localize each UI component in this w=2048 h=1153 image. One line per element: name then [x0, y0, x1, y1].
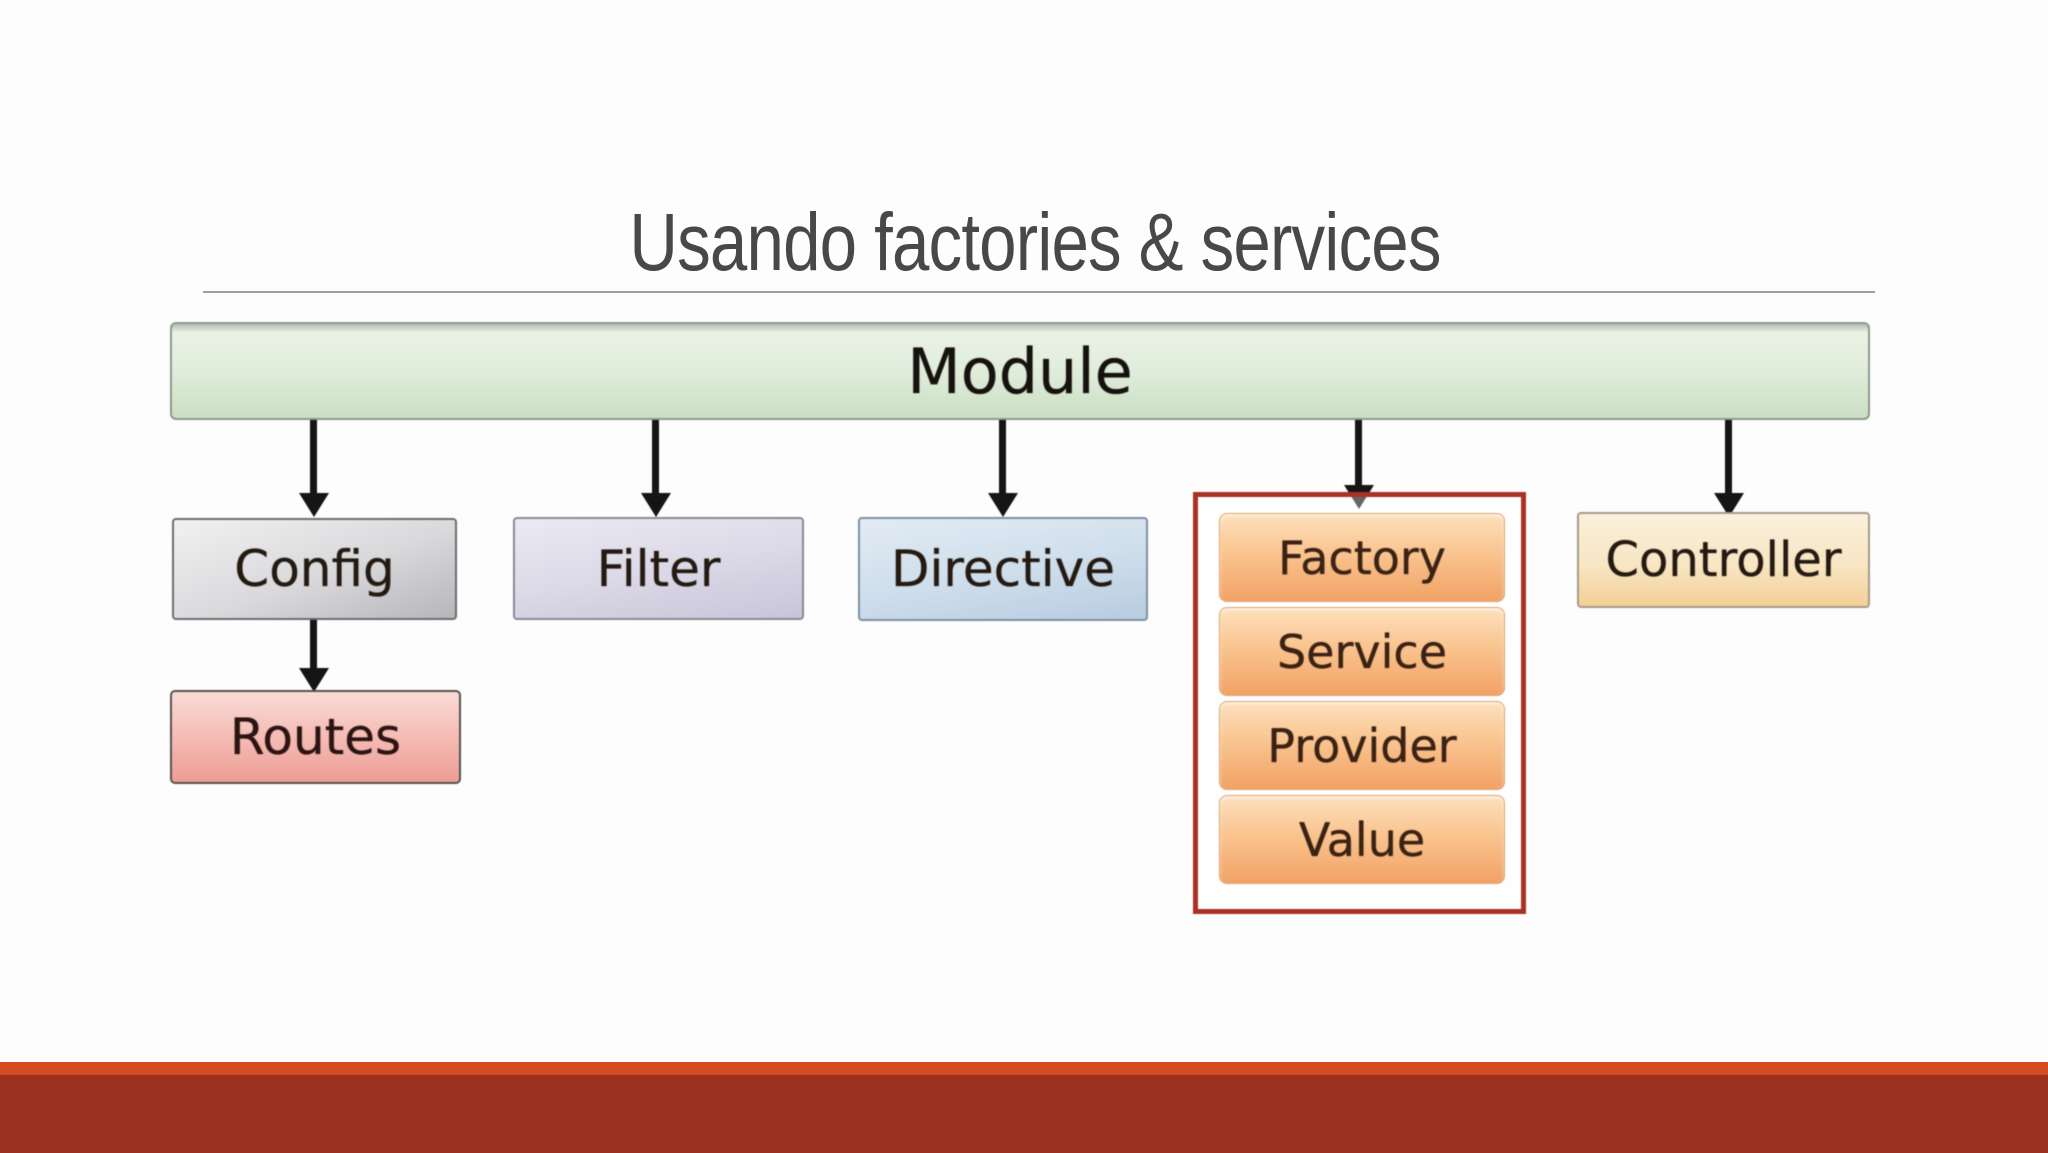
node-controller: Controller: [1577, 512, 1870, 608]
slide-title: Usando factories & services: [629, 197, 1441, 288]
footer-accent-bar: [0, 1062, 2048, 1075]
node-directive: Directive: [858, 517, 1148, 621]
node-value: Value: [1219, 795, 1505, 884]
footer-bar: [0, 1075, 2048, 1153]
node-provider: Provider: [1219, 701, 1505, 790]
node-config: Config: [172, 518, 457, 620]
factory-service-group: Factory Service Provider Value: [1193, 492, 1526, 914]
title-underline: [203, 291, 1875, 293]
node-filter: Filter: [513, 517, 804, 620]
node-factory: Factory: [1219, 513, 1505, 602]
node-module: Module: [170, 322, 1870, 420]
node-routes: Routes: [170, 690, 461, 784]
node-service: Service: [1219, 607, 1505, 696]
